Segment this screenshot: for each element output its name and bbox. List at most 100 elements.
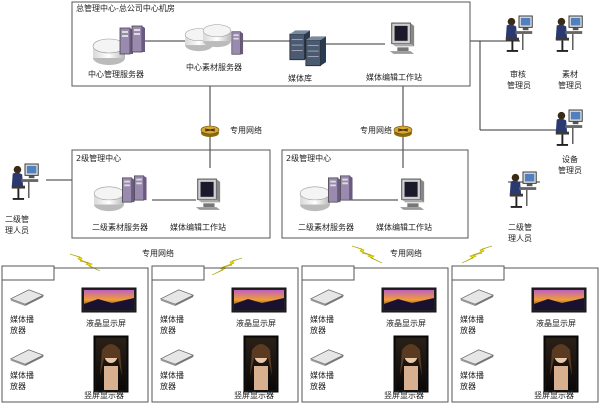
network-label-bottom-right: 专用网络 xyxy=(390,248,422,258)
vertical-screen-icon xyxy=(543,335,579,393)
media-player-icon xyxy=(10,349,44,366)
device-label-2: 管理员 xyxy=(558,165,582,175)
media-player-icon xyxy=(310,349,344,366)
material-label-1: 素材 xyxy=(562,69,578,79)
vertical-screen-label: 竖屏显示器 xyxy=(84,391,124,400)
lcd-screen-label: 液晶显示屏 xyxy=(536,318,576,328)
lightning-icon-4 xyxy=(462,245,492,264)
branch-right-staff-label-1: 二级管 xyxy=(508,222,532,232)
media-server-icon xyxy=(184,24,244,55)
network-right: 专用网络 xyxy=(360,125,413,138)
vertical-screen-label: 竖屏显示器 xyxy=(234,391,274,400)
player-label-top: 媒体播 xyxy=(160,314,184,324)
hq-title: 总管理中心-总公司中心机房 xyxy=(76,3,175,13)
material-label-2: 管理员 xyxy=(558,80,582,90)
network-left: 专用网络 xyxy=(200,125,262,138)
terminal-sites: 媒体播放器媒体播放器液晶显示屏竖屏显示器媒体播放器媒体播放器液晶显示屏竖屏显示器… xyxy=(1,265,599,403)
device-staff: 设备 管理员 xyxy=(554,109,584,175)
central-server-icon xyxy=(92,25,146,66)
branch-left-box: 2级管理中心 二级素材服务器 媒体编辑工作站 xyxy=(71,149,271,239)
branch-left-title: 2级管理中心 xyxy=(76,153,121,163)
router-icon-left xyxy=(200,125,220,138)
auditor-person-icon xyxy=(504,15,534,52)
branch-right-staff: 二级管 理人员 xyxy=(508,171,538,243)
lcd-screen-label: 液晶显示屏 xyxy=(386,318,426,328)
router-icon-right xyxy=(393,125,413,138)
media-player-icon xyxy=(460,349,494,366)
player-label-bottom: 放器 xyxy=(160,325,176,335)
player-label-top: 媒体播 xyxy=(460,314,484,324)
branch-left-server-icon xyxy=(93,175,148,212)
branch-left-staff-label-2: 理人员 xyxy=(5,226,29,235)
central-server-label: 中心管理服务器 xyxy=(88,69,144,79)
player-label-bottom: 放器 xyxy=(310,325,326,335)
vertical-screen-label: 竖屏显示器 xyxy=(384,391,424,400)
branch-left-workstation-icon xyxy=(195,178,221,211)
media-player-icon xyxy=(10,289,44,306)
branch-left-server-label: 二级素材服务器 xyxy=(92,222,148,232)
player-label-top: 媒体播 xyxy=(310,314,334,324)
lcd-screen-icon xyxy=(231,287,287,313)
material-person-icon xyxy=(554,15,584,52)
lightning-icon-2 xyxy=(212,257,242,276)
vertical-screen-icon xyxy=(243,335,279,393)
player-label-bottom: 放器 xyxy=(460,325,476,335)
branch-right-box: 2级管理中心 二级素材服务器 媒体编辑工作站 xyxy=(281,149,469,239)
player-label-top: 媒体播 xyxy=(160,370,184,380)
media-player-icon xyxy=(160,289,194,306)
editing-workstation-icon xyxy=(389,22,415,55)
player-label-bottom: 放器 xyxy=(10,325,26,335)
player-label-top: 媒体播 xyxy=(310,370,334,380)
branch-right-staff-label-2: 理人员 xyxy=(508,234,532,243)
material-staff: 素材 管理员 xyxy=(554,15,584,90)
lcd-screen-label: 液晶显示屏 xyxy=(86,318,126,328)
hq-center-box: 总管理中心-总公司中心机房 中心管理服务器 中心素材服务器 媒体库 媒体编辑工作… xyxy=(71,1,471,87)
lcd-screen-icon xyxy=(531,287,587,313)
branch-left-workstation-label: 媒体编辑工作站 xyxy=(170,222,226,232)
player-label-top: 媒体播 xyxy=(10,370,34,380)
branch-right-workstation-icon xyxy=(399,178,425,211)
media-player-icon xyxy=(160,349,194,366)
network-label-left: 专用网络 xyxy=(230,125,262,135)
media-library-icon xyxy=(289,30,326,67)
vertical-screen-icon xyxy=(393,335,429,393)
network-label-bottom-left: 专用网络 xyxy=(142,248,174,258)
branch-right-person-icon xyxy=(508,171,538,208)
vertical-screen-icon xyxy=(93,335,129,393)
branch-right-server-label: 二级素材服务器 xyxy=(298,222,354,232)
player-label-top: 媒体播 xyxy=(460,370,484,380)
vertical-screen-label: 竖屏显示器 xyxy=(534,391,574,400)
player-label-top: 媒体播 xyxy=(10,314,34,324)
branch-right-workstation-label: 媒体编辑工作站 xyxy=(376,222,432,232)
lightning-icon-3 xyxy=(352,245,382,264)
player-label-bottom: 放器 xyxy=(310,381,326,391)
wireless-links: 专用网络 专用网络 xyxy=(70,245,492,276)
media-player-icon xyxy=(310,289,344,306)
media-server-label: 中心素材服务器 xyxy=(186,62,242,72)
player-label-bottom: 放器 xyxy=(460,381,476,391)
branch-right-title: 2级管理中心 xyxy=(286,153,331,163)
lcd-screen-icon xyxy=(81,287,137,313)
media-library-label: 媒体库 xyxy=(288,73,312,83)
auditor-label-2: 管理员 xyxy=(507,80,531,90)
player-label-bottom: 放器 xyxy=(160,381,176,391)
editing-workstation-label: 媒体编辑工作站 xyxy=(366,72,422,82)
lcd-screen-label: 液晶显示屏 xyxy=(236,318,276,328)
media-player-icon xyxy=(460,289,494,306)
device-label-1: 设备 xyxy=(562,154,578,164)
auditor-staff: 审核 管理员 xyxy=(504,15,534,90)
connection-lines xyxy=(46,40,560,183)
device-person-icon xyxy=(554,109,584,146)
branch-right-server-icon xyxy=(299,175,354,212)
branch-left-person-icon xyxy=(10,163,40,200)
player-label-bottom: 放器 xyxy=(10,381,26,391)
branch-left-staff: 二级管 理人员 xyxy=(5,163,40,235)
network-label-right: 专用网络 xyxy=(360,125,392,135)
branch-left-staff-label-1: 二级管 xyxy=(5,214,29,224)
lcd-screen-icon xyxy=(381,287,437,313)
